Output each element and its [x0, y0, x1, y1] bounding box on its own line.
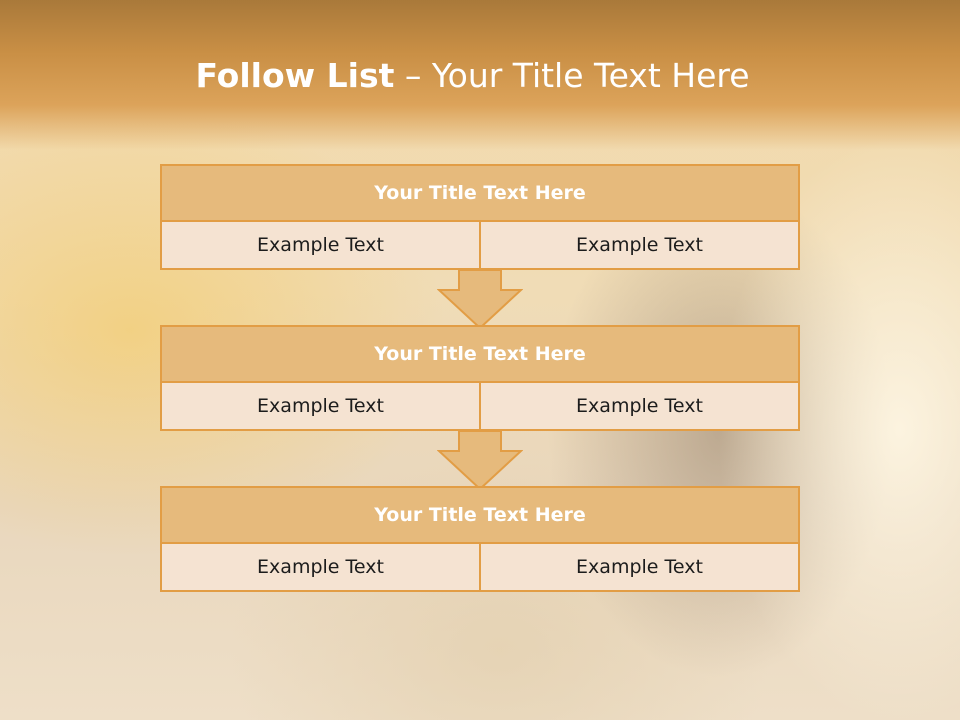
title-bold-part: Follow List [195, 56, 395, 95]
down-arrow-1-icon [437, 270, 523, 330]
step-3-right-cell: Example Text [479, 544, 798, 590]
step-1-row: Example Text Example Text [162, 222, 798, 268]
down-arrow-2-icon [437, 431, 523, 491]
step-1-right-cell: Example Text [479, 222, 798, 268]
step-3-title: Your Title Text Here [162, 488, 798, 544]
step-2-title: Your Title Text Here [162, 327, 798, 383]
step-1-title: Your Title Text Here [162, 166, 798, 222]
step-1-left-cell: Example Text [257, 234, 384, 256]
step-2-left-cell: Example Text [257, 395, 384, 417]
step-2-row: Example Text Example Text [162, 383, 798, 429]
step-3-row: Example Text Example Text [162, 544, 798, 590]
step-2-right-cell: Example Text [479, 383, 798, 429]
step-3-left-cell: Example Text [257, 556, 384, 578]
slide-title: Follow List – Your Title Text Here [0, 54, 945, 98]
title-rest-part: Your Title Text Here [431, 56, 750, 95]
step-block-3: Your Title Text Here Example Text Exampl… [160, 486, 800, 592]
title-separator: – [404, 56, 422, 95]
step-block-2: Your Title Text Here Example Text Exampl… [160, 325, 800, 431]
header-band [0, 0, 960, 150]
step-block-1: Your Title Text Here Example Text Exampl… [160, 164, 800, 270]
